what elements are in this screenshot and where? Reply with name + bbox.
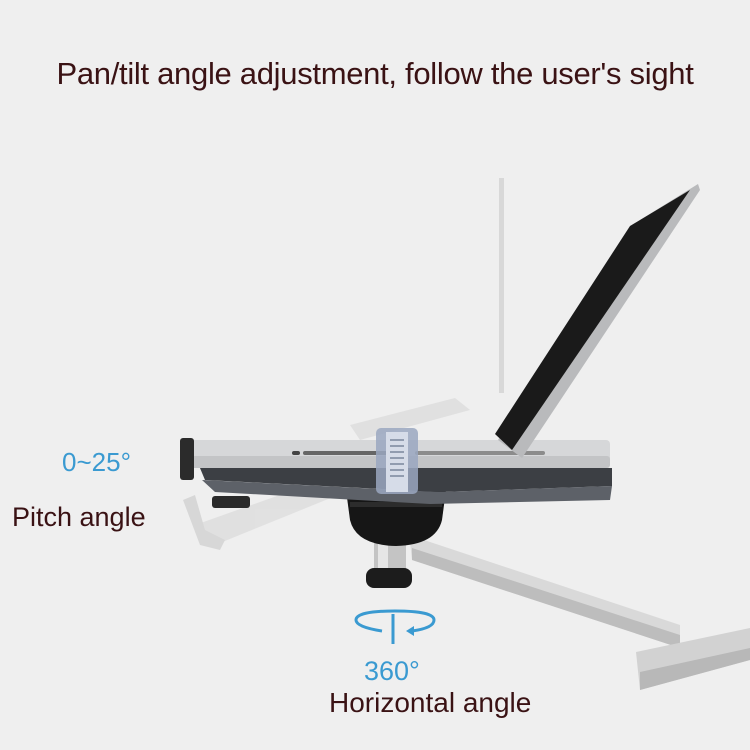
- horizontal-angle-label: Horizontal angle: [329, 687, 532, 718]
- bottom-knob: [366, 568, 412, 588]
- rotate-horizontal-icon: [354, 609, 436, 644]
- horizontal-angle-value: 360°: [364, 656, 420, 686]
- swivel-hub: [346, 490, 446, 546]
- headline: Pan/tilt angle adjustment, follow the us…: [56, 56, 694, 91]
- pitch-angle-label: Pitch angle: [12, 502, 146, 532]
- ghost-screen-line: [499, 178, 504, 393]
- pitch-knob: [212, 496, 250, 508]
- laptop-screen: [495, 184, 700, 458]
- pitch-angle-value: 0~25°: [62, 447, 131, 477]
- clamp: [376, 428, 418, 494]
- lower-arm: [410, 538, 750, 690]
